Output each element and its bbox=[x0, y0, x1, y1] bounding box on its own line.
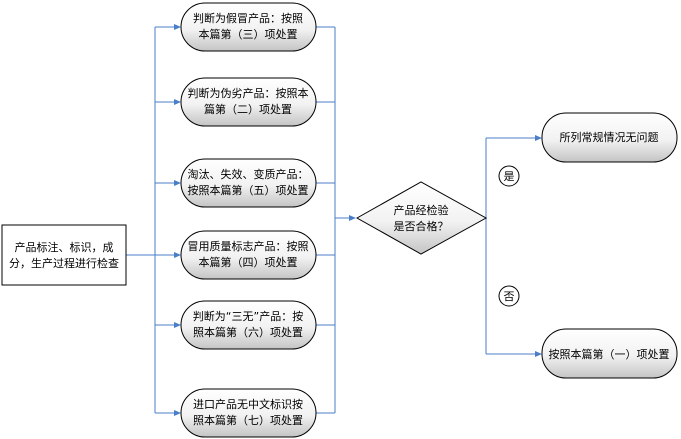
branch-5-line-2: 照本篇第（六）项处置 bbox=[193, 325, 303, 339]
arrow-head bbox=[535, 351, 542, 357]
arrow-head bbox=[535, 135, 542, 141]
branch-1-line-1: 判断为假冒产品：按照 bbox=[193, 11, 303, 25]
start-node-line-2: 分，生产过程进行检查 bbox=[9, 256, 119, 270]
yes-label-circle bbox=[498, 165, 520, 187]
branch-5-box bbox=[180, 300, 317, 350]
branch-1-line-2: 本篇第（三）项处置 bbox=[199, 27, 298, 41]
branch-1-box bbox=[180, 2, 317, 52]
branch-6-line-2: 照本篇第（七）项处置 bbox=[193, 413, 303, 427]
yes-result: 所列常规情况无问题 bbox=[541, 112, 678, 163]
no-result-text: 按照本篇第（一）项处置 bbox=[549, 347, 670, 361]
decision-node: 产品经检验 是否合格？ bbox=[355, 181, 488, 255]
arrow-head bbox=[174, 180, 181, 186]
branch-6-box bbox=[180, 388, 317, 438]
arrow-head bbox=[174, 99, 181, 105]
arrow-head bbox=[174, 252, 181, 258]
yes-label-text: 是 bbox=[504, 170, 515, 183]
branch-3-box bbox=[180, 158, 317, 208]
branch-5-line-1: 判断为“三无”产品：按 bbox=[193, 309, 303, 323]
no-result-box bbox=[541, 328, 678, 379]
start-node-box bbox=[1, 224, 127, 286]
branch-4: 冒用质量标志产品：按照 本篇第（四）项处置 bbox=[180, 230, 317, 280]
branch-3-line-1: 淘汰、失效、变质产品： bbox=[188, 167, 309, 181]
branch-1: 判断为假冒产品：按照 本篇第（三）项处置 bbox=[180, 2, 317, 52]
decision-line-1: 产品经检验 bbox=[394, 203, 449, 217]
arrow-head bbox=[174, 322, 181, 328]
decision-diamond bbox=[355, 181, 488, 255]
branch-2-box bbox=[180, 77, 317, 127]
start-node-line-1: 产品标注、标识，成 bbox=[15, 240, 114, 254]
branch-2-line-1: 判断为伪劣产品：按照本 bbox=[188, 86, 309, 100]
no-label-circle bbox=[498, 285, 520, 307]
arrow-head bbox=[174, 410, 181, 416]
arrow-head bbox=[349, 215, 356, 221]
yes-label: 是 bbox=[498, 165, 520, 187]
connectors bbox=[126, 24, 542, 416]
yes-result-box bbox=[541, 112, 678, 163]
no-label-text: 否 bbox=[504, 290, 515, 303]
start-node: 产品标注、标识，成 分，生产过程进行检查 bbox=[1, 224, 127, 286]
branch-4-box bbox=[180, 230, 317, 280]
branch-4-line-2: 本篇第（四）项处置 bbox=[199, 255, 298, 269]
branch-2-line-2: 篇第（二）项处置 bbox=[204, 102, 292, 116]
yes-result-text: 所列常规情况无问题 bbox=[560, 130, 659, 144]
branch-2: 判断为伪劣产品：按照本 篇第（二）项处置 bbox=[180, 77, 317, 127]
no-result: 按照本篇第（一）项处置 bbox=[541, 328, 678, 379]
branch-3-line-2: 按照本篇第（五）项处置 bbox=[188, 183, 309, 197]
no-label: 否 bbox=[498, 285, 520, 307]
branch-3: 淘汰、失效、变质产品： 按照本篇第（五）项处置 bbox=[180, 158, 317, 208]
decision-line-2: 是否合格？ bbox=[394, 219, 449, 233]
branch-4-line-1: 冒用质量标志产品：按照 bbox=[188, 239, 309, 253]
arrow-head bbox=[174, 24, 181, 30]
branch-5: 判断为“三无”产品：按 照本篇第（六）项处置 bbox=[180, 300, 317, 350]
branch-6-line-1: 进口产品无中文标识按 bbox=[193, 397, 303, 411]
branch-6: 进口产品无中文标识按 照本篇第（七）项处置 bbox=[180, 388, 317, 438]
